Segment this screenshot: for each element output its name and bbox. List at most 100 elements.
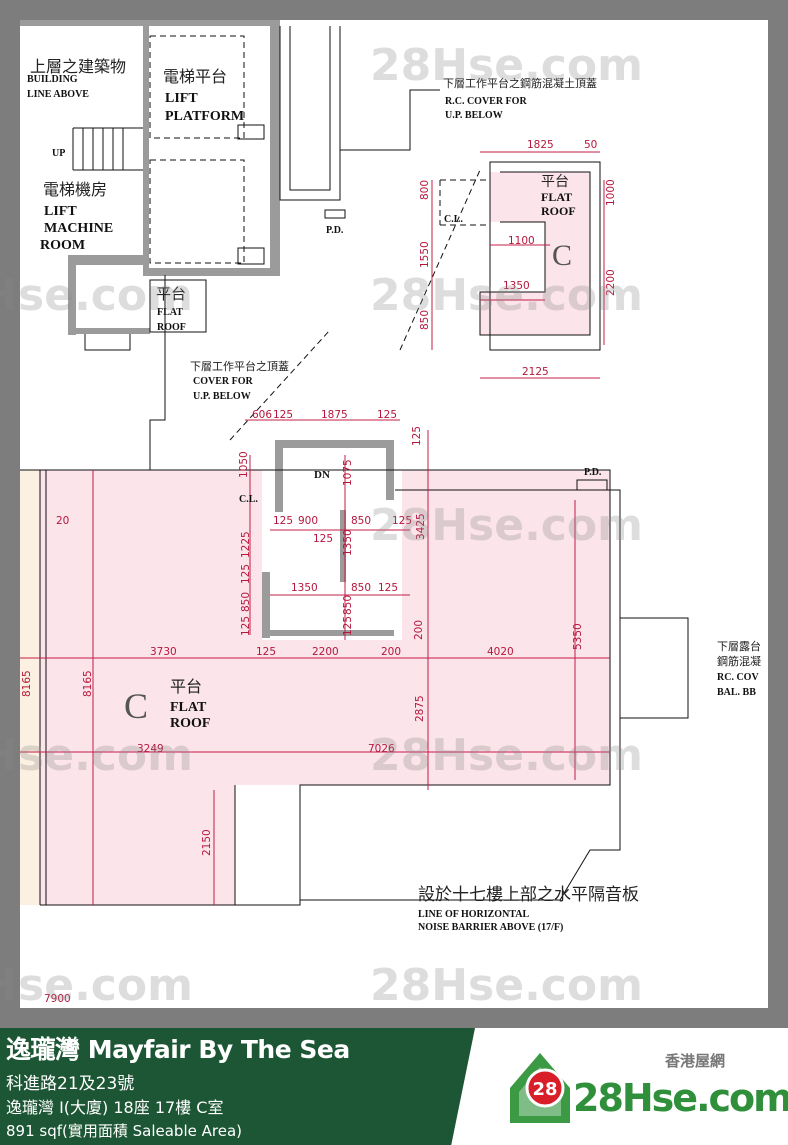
dimension: 1350 xyxy=(342,529,354,556)
dimension: 850 xyxy=(351,582,371,594)
dimension: 125 xyxy=(240,564,252,584)
lift-platform-label-en: LIFT xyxy=(165,91,198,106)
dimension: 1875 xyxy=(321,409,348,421)
inset-roof-en: FLAT xyxy=(541,190,572,204)
balcony-label-cn: 下層露台 xyxy=(717,639,761,653)
watermark: 28Hse.com xyxy=(0,960,193,1011)
cover-label-en: COVER FOR xyxy=(193,376,254,387)
unit-letter: C xyxy=(124,686,148,726)
property-address: 科進路21及23號 xyxy=(6,1074,135,1094)
dimension: 2150 xyxy=(201,829,213,856)
dimension: 125 xyxy=(240,616,252,636)
rc-cover-label-en: R.C. COVER FOR xyxy=(445,96,527,107)
property-info-panel: 逸瓏灣 Mayfair By The Sea 科進路21及23號 逸瓏灣 I(大… xyxy=(0,1028,475,1145)
watermarks: 28Hse.com 28Hse.com 28Hse.com 28Hse.com … xyxy=(0,40,643,1011)
watermark: 28Hse.com xyxy=(0,270,193,321)
dimension: 200 xyxy=(381,646,401,658)
small-flat-roof-cn: 平台 xyxy=(156,285,186,303)
dimension: 125 xyxy=(313,533,333,545)
dimension: 850 xyxy=(419,310,431,330)
dimension: 1350 xyxy=(291,582,318,594)
up-label: UP xyxy=(52,148,65,159)
dimension-labels: 1825 50 800 1550 850 1000 2200 1100 1350… xyxy=(21,139,617,1005)
main-flat-roof-cn: 平台 xyxy=(170,677,202,696)
pd-label: P.D. xyxy=(326,225,344,236)
dimension: 3425 xyxy=(415,513,427,540)
dimension: 125 xyxy=(377,409,397,421)
lift-machine-label-en: LIFT xyxy=(44,204,77,219)
building-line-label-cn: 上層之建築物 xyxy=(30,57,126,76)
dimension: 1100 xyxy=(508,235,535,247)
property-area: 891 sqf(實用面積 Saleable Area) xyxy=(6,1122,242,1140)
watermark: 28Hse.com xyxy=(370,730,643,781)
28hse-logo[interactable]: 28 香港屋網 28Hse.com xyxy=(505,1048,788,1128)
dimension: 900 xyxy=(298,515,318,527)
dimension: 7026 xyxy=(368,743,395,755)
inset-cl-label: C.L. xyxy=(444,214,463,225)
lift-machine-label-en2: MACHINE xyxy=(44,221,113,236)
property-title: 逸瓏灣 Mayfair By The Sea xyxy=(6,1035,350,1064)
watermark: 28Hse.com xyxy=(370,40,643,91)
watermark: 28Hse.com xyxy=(370,500,643,551)
footer-banner: 逸瓏灣 Mayfair By The Sea 科進路21及23號 逸瓏灣 I(大… xyxy=(0,1028,788,1145)
watermark: 28Hse.com xyxy=(370,270,643,321)
dimension: 125 xyxy=(256,646,276,658)
room-labels: 上層之建築物 BUILDING LINE ABOVE 電梯平台 LIFT PLA… xyxy=(27,57,788,933)
dimension: 1050 xyxy=(238,451,250,478)
logo-badge: 28 xyxy=(532,1079,557,1100)
balcony-label-en2: BAL. BB xyxy=(717,687,756,698)
dimension: 1075 xyxy=(342,459,354,486)
dimension: 125 xyxy=(392,515,412,527)
dimension: 125 xyxy=(411,426,423,446)
dimension: 200 xyxy=(413,620,425,640)
dimension: 7900 xyxy=(44,993,71,1005)
main-flat-roof-en2: ROOF xyxy=(170,716,210,731)
watermark: 28Hse.com xyxy=(370,960,643,1011)
dimension: 1000 xyxy=(605,179,617,206)
floor-plan: 上層之建築物 BUILDING LINE ABOVE 電梯平台 LIFT PLA… xyxy=(0,20,788,1011)
dimension: 1550 xyxy=(419,241,431,268)
rc-cover-label-en2: U.P. BELOW xyxy=(445,110,503,121)
dn-label: DN xyxy=(314,469,330,481)
property-unit: 逸瓏灣 I(大廈) 18座 17樓 C室 xyxy=(6,1098,224,1117)
dimension: 125 xyxy=(378,582,398,594)
balcony-label-en: RC. COV xyxy=(717,672,759,683)
dimension: 850 xyxy=(240,592,252,612)
cover-label-en2: U.P. BELOW xyxy=(193,391,251,402)
lift-machine-label-en3: ROOM xyxy=(40,238,85,253)
small-flat-roof-en2: ROOF xyxy=(157,322,186,333)
noise-barrier-en2: NOISE BARRIER ABOVE (17/F) xyxy=(418,922,563,933)
dimension: 5350 xyxy=(572,623,584,650)
dimension: 20 xyxy=(56,515,69,527)
lift-platform-label-cn: 電梯平台 xyxy=(163,67,227,86)
main-flat-roof-en: FLAT xyxy=(170,700,207,715)
dimension: 1225 xyxy=(240,531,252,558)
dimension: 850 xyxy=(342,595,354,615)
building-line-label-en: BUILDING xyxy=(27,74,78,85)
dimension: 3249 xyxy=(137,743,164,755)
dimension: 50 xyxy=(584,139,597,151)
dimension: 1825 xyxy=(527,139,554,151)
lift-platform-label-en2: PLATFORM xyxy=(165,109,244,124)
outline xyxy=(20,26,689,906)
dimension: 3730 xyxy=(150,646,177,658)
pd-label: P.D. xyxy=(584,467,602,478)
dimension: 800 xyxy=(419,180,431,200)
dimension: 125 xyxy=(273,515,293,527)
small-flat-roof-en: FLAT xyxy=(157,307,183,318)
inset-unit-letter: C xyxy=(552,239,572,272)
lift-machine-label-cn: 電梯機房 xyxy=(43,180,107,199)
inset-roof-cn: 平台 xyxy=(541,174,569,190)
dimension: 4020 xyxy=(487,646,514,658)
dimension: 8165 xyxy=(21,670,33,697)
dimension: 2875 xyxy=(414,695,426,722)
dimension: 125 xyxy=(342,616,354,636)
dimension: 2200 xyxy=(312,646,339,658)
dimension: 8165 xyxy=(82,670,94,697)
cl-label: C.L. xyxy=(239,494,258,505)
dimension-lines xyxy=(20,151,610,905)
dimension: 125 xyxy=(273,409,293,421)
watermark: 28Hse.com xyxy=(0,730,193,781)
inset-roof-en2: ROOF xyxy=(541,204,576,218)
noise-barrier-cn: 設於十七樓上部之水平隔音板 xyxy=(418,885,639,905)
